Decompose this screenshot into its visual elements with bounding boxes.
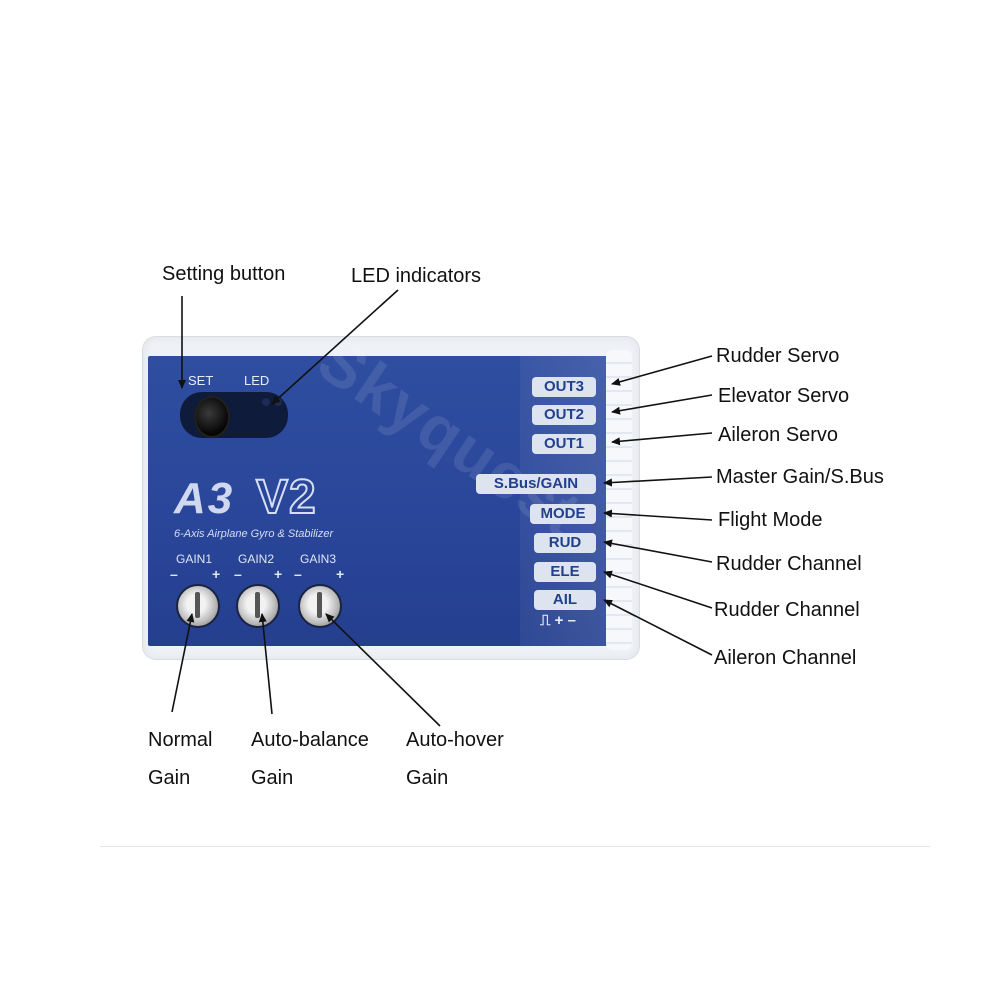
callout-rudder-channel-2: Rudder Channel: [714, 599, 860, 621]
gain2-plus: +: [274, 566, 283, 582]
callout-normal-gain-line2: Gain: [148, 767, 191, 789]
callout-auto-hover-line2: Gain: [406, 767, 449, 789]
gain3-plus: +: [336, 566, 345, 582]
line-master-gain: [603, 476, 713, 487]
bottom-divider: [100, 846, 930, 847]
gain2-potentiometer[interactable]: [236, 584, 280, 628]
led-label: LED: [244, 373, 270, 388]
callout-normal-gain-line1: Normal: [148, 729, 213, 751]
line-aileron-channel: [603, 599, 713, 656]
callout-auto-hover-line1: Auto-hover: [406, 729, 504, 751]
pwm-signal-symbol: ⎍ + –: [540, 612, 576, 629]
callout-aileron-channel: Aileron Channel: [714, 647, 857, 669]
callout-elevator-servo: Elevator Servo: [718, 385, 850, 407]
gain1-potentiometer[interactable]: [176, 584, 220, 628]
line-flight-mode: [603, 509, 713, 521]
callout-aileron-servo: Aileron Servo: [718, 424, 839, 446]
callout-master-gain: Master Gain/S.Bus: [716, 466, 884, 488]
setting-button[interactable]: [194, 396, 230, 438]
line-elevator-servo: [611, 394, 713, 415]
port-ail: AIL: [534, 590, 596, 610]
gain1-plus: +: [212, 566, 221, 582]
port-rud: RUD: [534, 533, 596, 553]
line-normal-gain: [171, 613, 195, 713]
line-auto-hover-gain: [325, 613, 441, 727]
model-version-v2: V2: [255, 470, 317, 525]
port-out1: OUT1: [532, 434, 596, 454]
gain3-label: GAIN3: [300, 552, 337, 566]
gain2-label: GAIN2: [238, 552, 275, 566]
gain3-potentiometer[interactable]: [298, 584, 342, 628]
port-sbus-gain: S.Bus/GAIN: [476, 474, 596, 494]
port-mode: MODE: [530, 504, 596, 524]
gain2-minus: –: [234, 566, 242, 582]
model-name-a3: A3: [174, 474, 235, 523]
line-rudder-channel-1: [603, 539, 713, 563]
line-auto-balance-gain: [258, 613, 273, 715]
callout-auto-balance-line2: Gain: [251, 767, 294, 789]
callout-setting-button: Setting button: [162, 263, 286, 285]
callout-rudder-channel-1: Rudder Channel: [716, 553, 862, 575]
callout-led-indicators: LED indicators: [351, 265, 482, 287]
callout-rudder-servo: Rudder Servo: [716, 345, 840, 367]
port-out3: OUT3: [532, 377, 596, 397]
gain3-minus: –: [294, 566, 302, 582]
callout-flight-mode: Flight Mode: [718, 509, 823, 531]
led-dot: [262, 398, 270, 406]
gain1-minus: –: [170, 566, 178, 582]
device-subtitle: 6-Axis Airplane Gyro & Stabilizer: [174, 528, 334, 540]
line-led-indicators: [271, 289, 399, 405]
port-ele: ELE: [534, 562, 596, 582]
gain1-label: GAIN1: [176, 552, 213, 566]
line-rudder-servo: [611, 355, 713, 386]
line-aileron-servo: [611, 432, 713, 446]
set-label: SET: [188, 373, 214, 388]
port-out2: OUT2: [532, 405, 596, 425]
line-rudder-channel-2: [603, 570, 713, 609]
callout-auto-balance-line1: Auto-balance: [251, 729, 369, 751]
